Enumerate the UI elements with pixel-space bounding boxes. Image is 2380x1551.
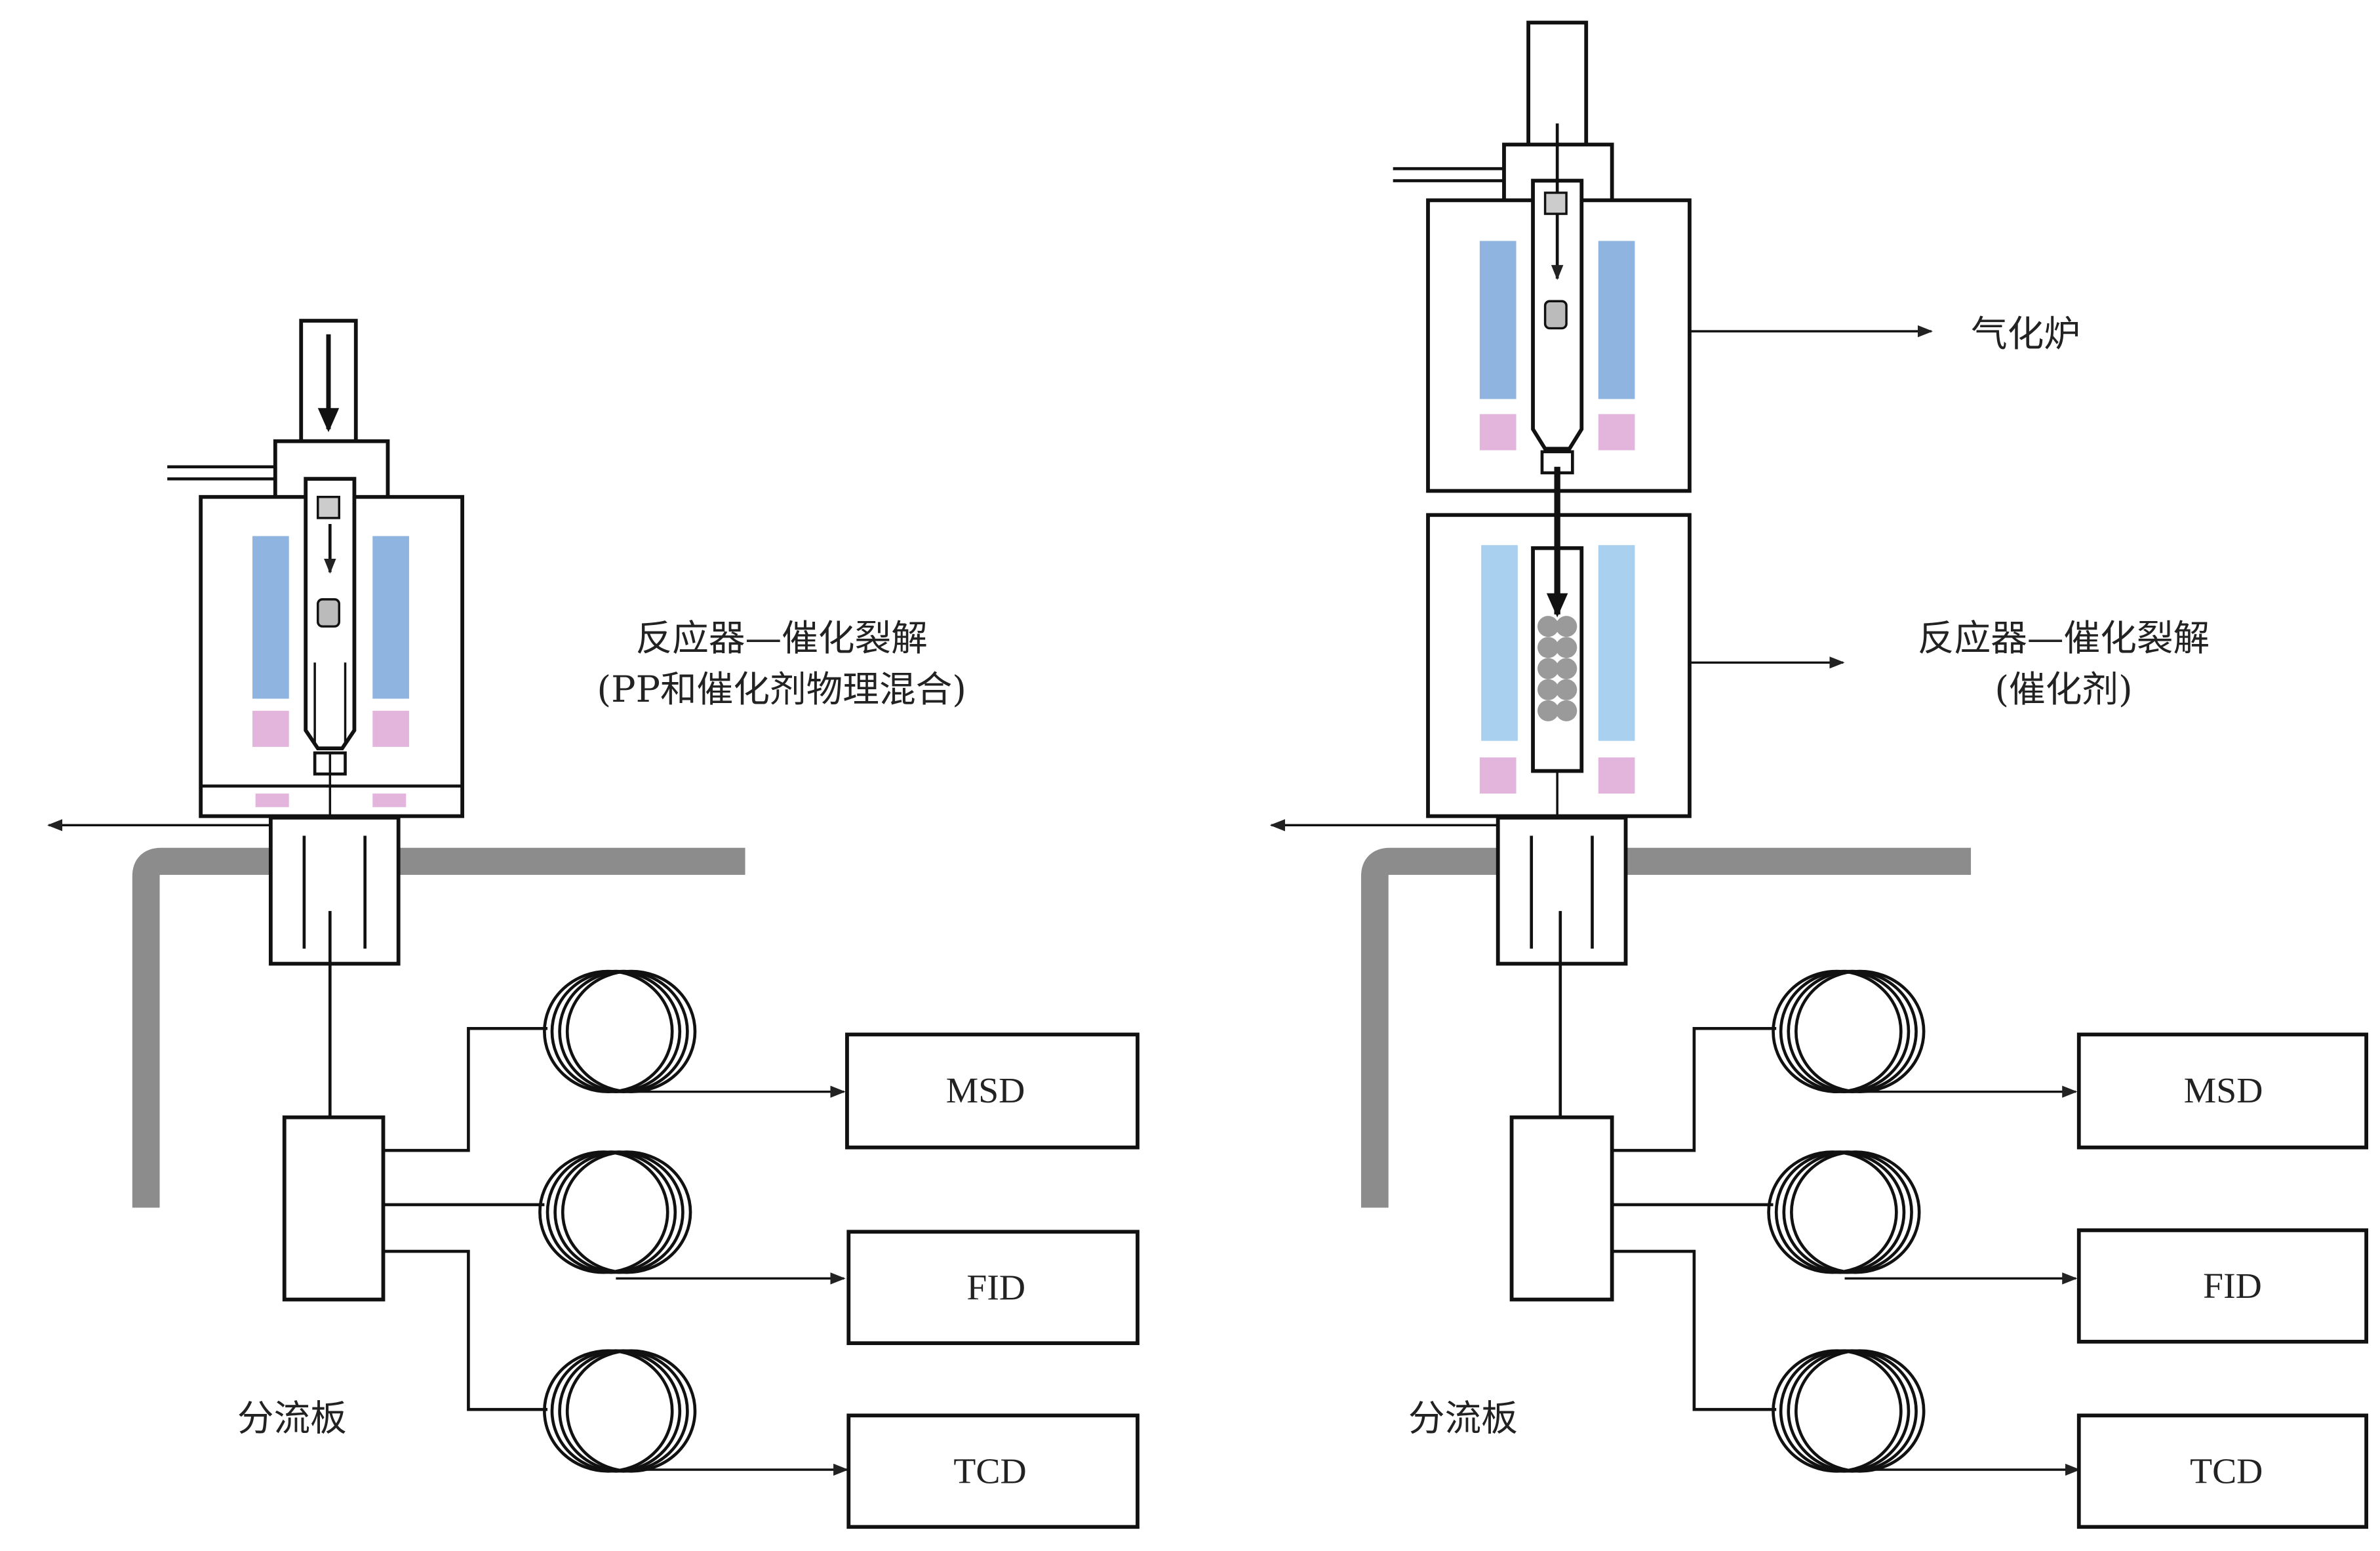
detector-fid-label: FID [966, 1268, 1025, 1308]
sample-cup-bottom [1543, 300, 1568, 330]
column-coil-tcd [1774, 1351, 1924, 1472]
heater-pink-small [372, 794, 407, 807]
heater-right [1598, 241, 1635, 399]
column-coil-msd [544, 971, 695, 1092]
split-line-msd [1612, 1026, 1777, 1152]
heater-left [1479, 241, 1517, 399]
detector-tcd-box [846, 1413, 1140, 1529]
sample-cup-top [317, 495, 340, 519]
heater-right [372, 536, 409, 699]
detector-tcd-label: TCD [2190, 1451, 2263, 1491]
left-panel: MSD FID TCD 分流板 反应器—催化裂解 (PP和催化剂物理混合) [47, 319, 1140, 1529]
heater-right [1598, 545, 1635, 741]
column-coil-tcd [544, 1351, 695, 1472]
heater-pink-left [252, 710, 289, 747]
vaporizer-label: 气化炉 [1971, 313, 2080, 355]
column-coil-fid [1769, 1152, 1920, 1273]
detector-msd-box [2076, 1032, 2369, 1150]
reactor-label-line1: 反应器—催化裂解 [1918, 618, 2210, 660]
detector-msd-label: MSD [946, 1070, 1025, 1110]
splitter-label: 分流板 [1408, 1398, 1518, 1440]
reactor-label-line2: (PP和催化剂物理混合) [597, 669, 966, 711]
catalyst-bed [1537, 616, 1577, 721]
right-panel: 气化炉 反应器—催化裂解 (催化剂) MSD FID TCD 分流板 [1269, 20, 2369, 1529]
oven-wall [132, 847, 745, 1208]
detector-msd-box [845, 1032, 1140, 1150]
heater-pink-right [1598, 757, 1635, 794]
reactor-label-line2: (催化剂) [1994, 669, 2132, 711]
heater-left [252, 536, 289, 699]
splitter-label: 分流板 [237, 1398, 347, 1440]
sample-cup-bottom [317, 598, 340, 628]
split-line-msd [383, 1026, 548, 1152]
detector-tcd-box [2076, 1413, 2369, 1529]
sample-cup-top [1543, 191, 1568, 215]
column-coil-msd [1774, 971, 1924, 1092]
split-line-tcd [1612, 1249, 1777, 1411]
splitter-plate [282, 1115, 386, 1302]
splitter-plate [1509, 1115, 1614, 1302]
oven-wall [1360, 847, 1972, 1208]
heater-pink-left [1479, 757, 1517, 794]
heater-pink-right [1598, 414, 1635, 451]
split-line-tcd [383, 1249, 548, 1411]
column-coil-fid [540, 1152, 690, 1273]
heater-pink-small [255, 794, 289, 807]
heater-left [1481, 545, 1518, 741]
heater-pink-left [1479, 414, 1517, 451]
detector-fid-box [846, 1230, 1140, 1346]
gc-inlet [268, 815, 401, 966]
reactor-label-line1: 反应器—催化裂解 [636, 618, 928, 660]
detector-tcd-label: TCD [953, 1451, 1026, 1491]
detector-fid-label: FID [2203, 1266, 2262, 1306]
detector-fid-box [2076, 1228, 2369, 1344]
heater-pink-right [372, 710, 409, 747]
detector-msd-label: MSD [2184, 1070, 2263, 1110]
